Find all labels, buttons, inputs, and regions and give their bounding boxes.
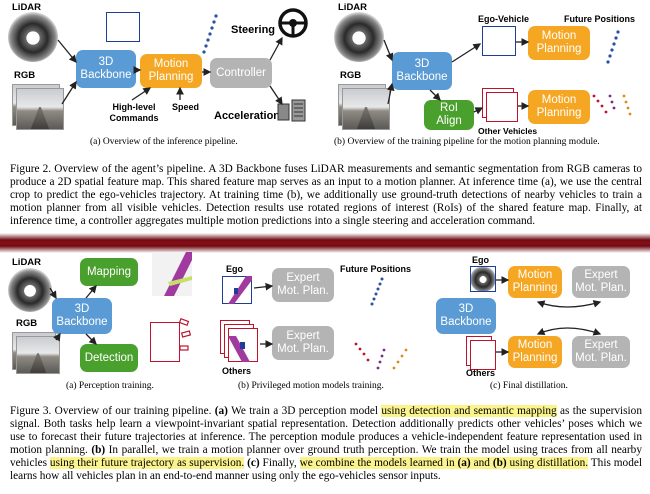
section-divider [0, 233, 650, 253]
rgb-camera-image [342, 88, 390, 130]
highlight-future-trajectory: using their future trajectory as supervi… [49, 457, 245, 469]
fig3c-arrows [496, 276, 602, 356]
rgb-label: RGB [14, 70, 36, 81]
fig2b-arrows [383, 38, 530, 115]
ego-bev-image [482, 26, 516, 56]
bev-crop-image [106, 12, 140, 42]
caption-text: In parallel, we train a motion planner o… [10, 444, 642, 469]
rgb-label: RGB [16, 318, 38, 329]
other-vehicles-label: Other Vehicles [478, 126, 538, 136]
trajectory-dots-icon [200, 14, 220, 54]
caption-text: Finally, [259, 457, 300, 469]
fig2-caption: Figure 2. Overview of the agent’s pipeli… [10, 163, 642, 227]
others-bev [470, 340, 496, 370]
controller-box: Controller [210, 58, 272, 88]
expert-motion-planner-box: Expert Mot. Plan. [572, 336, 630, 368]
ego-label: Ego [472, 255, 489, 265]
caption-ref-a: (a) [457, 457, 471, 469]
lidar-scan-image [8, 12, 58, 62]
fig2b-caption: (b) Overview of the training pipeline fo… [334, 137, 600, 147]
expert-motion-planner-box: Expert Mot. Plan. [272, 326, 334, 360]
commands-label: High-level Commands [109, 102, 159, 123]
rgb-camera-image [16, 336, 60, 374]
caption-text: as the supervision signal. Both tasks he… [10, 405, 642, 456]
lidar-label: LiDAR [338, 2, 368, 13]
ego-bev-image [470, 266, 496, 292]
backbone-box: 3D Backbone [76, 50, 136, 88]
motion-planning-box: Motion Planning [528, 90, 590, 124]
detection-boxes-icon [178, 317, 194, 358]
fig3c-caption: (c) Final distillation. [490, 381, 568, 391]
pedals-icon [277, 99, 306, 122]
backbone-box: 3D Backbone [392, 52, 452, 90]
ego-label: Ego [226, 264, 243, 274]
speed-label: Speed [172, 102, 200, 112]
motion-planning-box: Motion Planning [528, 26, 590, 60]
other-trajectories-icon [592, 92, 640, 122]
fig3-caption: Figure 3. Overview of our training pipel… [10, 405, 642, 483]
future-positions-label: Future Positions [564, 14, 636, 24]
highlight-detection-mapping: using detection and semantic mapping [381, 405, 557, 417]
fig3a-arrows [49, 285, 97, 345]
motion-planning-box: Motion Planning [508, 266, 562, 298]
lidar-scan-image [8, 268, 52, 312]
rgb-label: RGB [340, 70, 362, 81]
ego-vehicle-label: Ego-Vehicle [478, 14, 530, 24]
caption-ref-b: (b) [91, 444, 106, 456]
caption-ref-c: (c) [247, 457, 260, 469]
caption-text: we combine the models learned in [299, 457, 458, 469]
other-vehicle-bev [486, 92, 518, 122]
backbone-box: 3D Backbone [52, 298, 112, 334]
fig2a-arrows [57, 36, 283, 106]
lidar-scan-image [334, 12, 384, 62]
caption-text: Figure 3. Overview of our training pipel… [10, 405, 215, 417]
expert-motion-planner-box: Expert Mot. Plan. [572, 266, 630, 298]
rgb-camera-image [16, 88, 64, 130]
motion-planning-box: Motion Planning [140, 54, 202, 88]
expert-motion-planner-box: Expert Mot. Plan. [272, 268, 334, 302]
semantic-map-image [152, 252, 192, 296]
detection-box: Detection [80, 344, 138, 372]
steering-label: Steering [231, 24, 276, 36]
fig3b-arrows [253, 282, 274, 348]
others-label: Others [466, 368, 496, 378]
caption-text: This model learns how all vehicles plan … [10, 457, 642, 482]
future-trajectory-icon [604, 24, 624, 64]
fig3b-caption: (b) Privileged motion models training. [238, 381, 384, 391]
acceleration-label: Acceleration [214, 110, 281, 122]
other-trajectories-icon [354, 338, 414, 370]
caption-ref-b: (b) [492, 457, 507, 469]
fig2a-caption: (a) Overview of the inference pipeline. [90, 137, 238, 147]
ego-bev-image [222, 276, 252, 304]
others-bev-front [228, 328, 258, 362]
mapping-box: Mapping [80, 258, 138, 286]
steering-wheel-icon [278, 8, 308, 38]
lidar-label: LiDAR [12, 2, 42, 13]
caption-text: We train a 3D perception model [227, 405, 382, 417]
future-trajectory-icon [368, 276, 388, 306]
caption-text: and [470, 457, 493, 469]
fig3a-caption: (a) Perception training. [66, 381, 154, 391]
highlight-combine: we combine the models learned in (a) and… [299, 457, 589, 469]
detection-bev [150, 322, 180, 362]
backbone-box: 3D Backbone [436, 298, 496, 334]
caption-text: using distillation. [506, 457, 589, 469]
roi-align-box: RoI Align [424, 100, 474, 130]
motion-planning-box: Motion Planning [508, 336, 562, 368]
lidar-label: LiDAR [12, 257, 42, 268]
caption-ref-a: (a) [214, 405, 228, 417]
lidar-scan-image [470, 266, 496, 292]
future-positions-label: Future Positions [340, 264, 412, 274]
others-label: Others [222, 366, 252, 376]
